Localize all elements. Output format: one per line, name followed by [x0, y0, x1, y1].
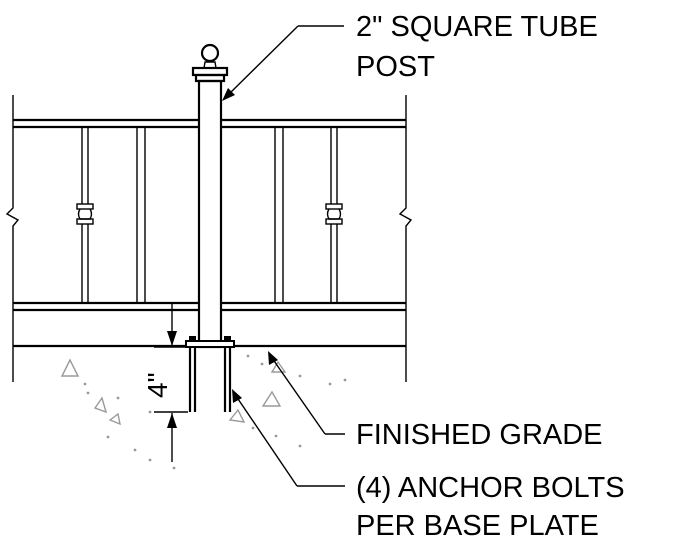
- post-callout-line2: POST: [356, 51, 435, 83]
- grade-callout: FINISHED GRADE: [356, 419, 603, 451]
- post-leader: [222, 25, 344, 101]
- grade-leader: [268, 351, 345, 435]
- post-finial: [191, 43, 229, 83]
- anchor-bolt-callout-line1: (4) ANCHOR BOLTS: [356, 472, 625, 504]
- picket-ornamental-right: [325, 127, 343, 303]
- bottom-rail: [13, 301, 406, 312]
- square-tube-post: [197, 79, 223, 349]
- picket-plain-left: [136, 127, 146, 303]
- embed-depth-dimension: 4": [142, 302, 188, 462]
- anchor-bolts: [188, 347, 232, 412]
- base-plate: [185, 336, 235, 348]
- picket-ornamental-left: [76, 127, 94, 303]
- embed-depth-label: 4": [142, 372, 173, 398]
- anchor-bolt-leader: [232, 389, 345, 487]
- right-break-line: [398, 95, 413, 382]
- left-break-line: [5, 95, 20, 382]
- top-rail: [13, 118, 406, 129]
- post-callout-line1: 2" SQUARE TUBE: [356, 11, 598, 43]
- anchor-bolt-callout-line2: PER BASE PLATE: [356, 510, 599, 542]
- picket-plain-right: [274, 127, 284, 303]
- concrete-footing-hatch: [60, 354, 347, 470]
